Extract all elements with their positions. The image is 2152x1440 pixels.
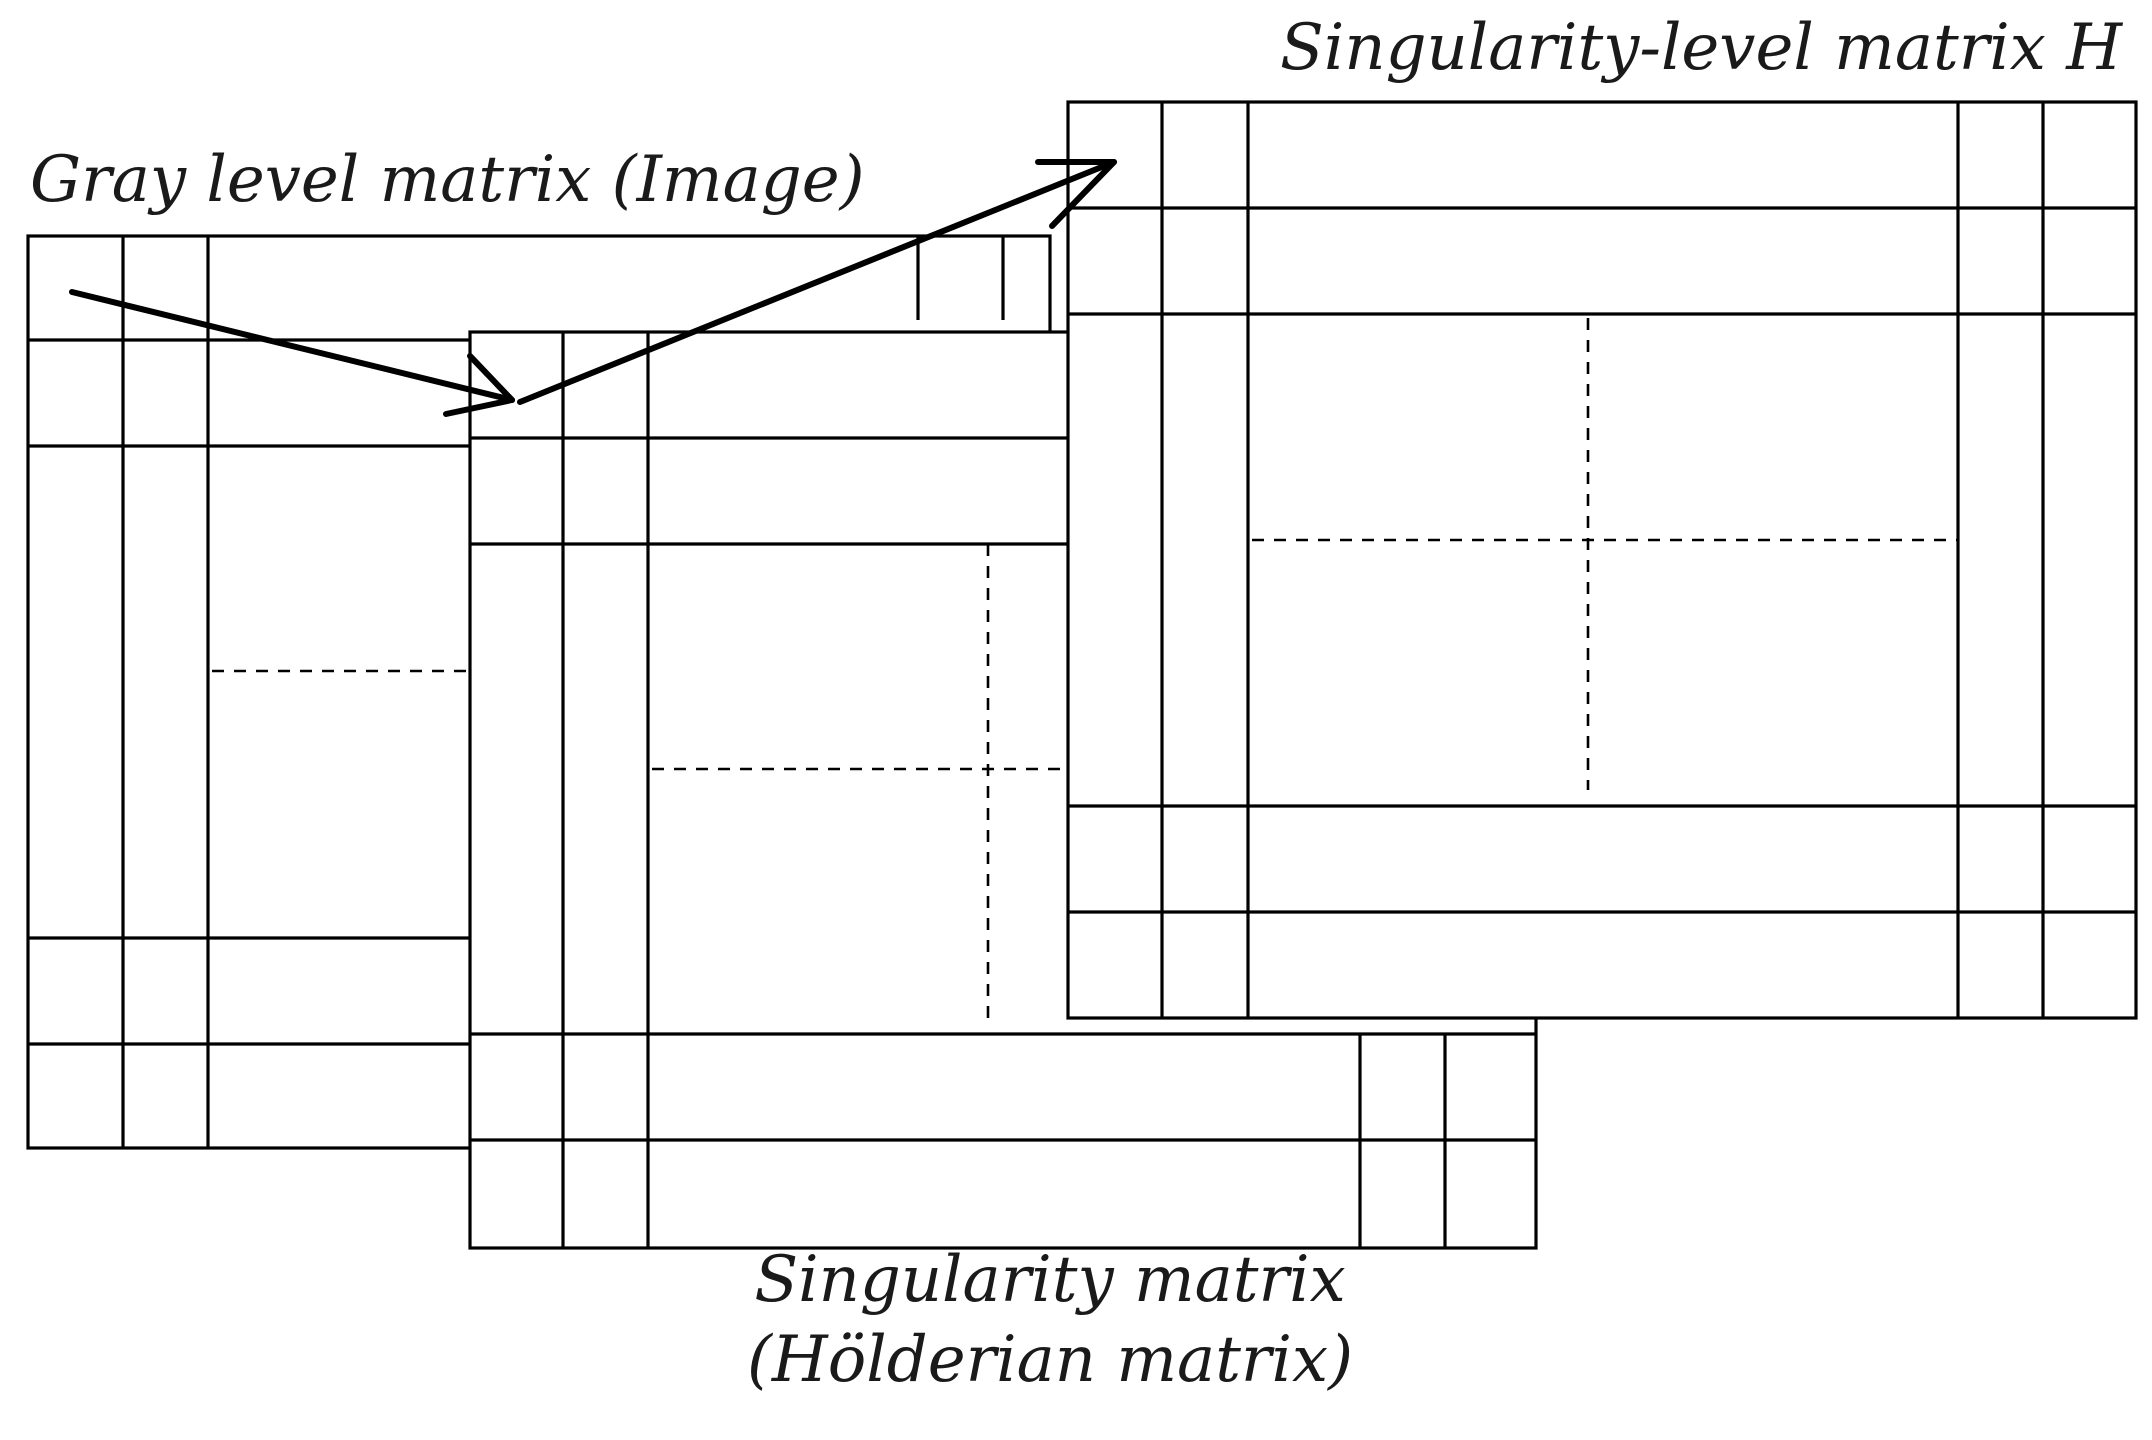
- singularity-matrix-label: Singularity matrix (Hölderian matrix): [640, 1240, 1460, 1400]
- arrow-singularity-to-level: [517, 159, 1117, 405]
- singularity-matrix-label-line2: (Hölderian matrix): [746, 1323, 1354, 1397]
- singularity-level-matrix: [1066, 100, 2138, 1020]
- arrow-gray-to-singularity: [69, 289, 515, 417]
- gray-level-matrix-label: Gray level matrix (Image): [30, 143, 865, 217]
- singularity-matrix-label-line1: Singularity matrix: [754, 1243, 1346, 1317]
- singularity-level-matrix-label: Singularity-level matrix H: [1280, 11, 2122, 85]
